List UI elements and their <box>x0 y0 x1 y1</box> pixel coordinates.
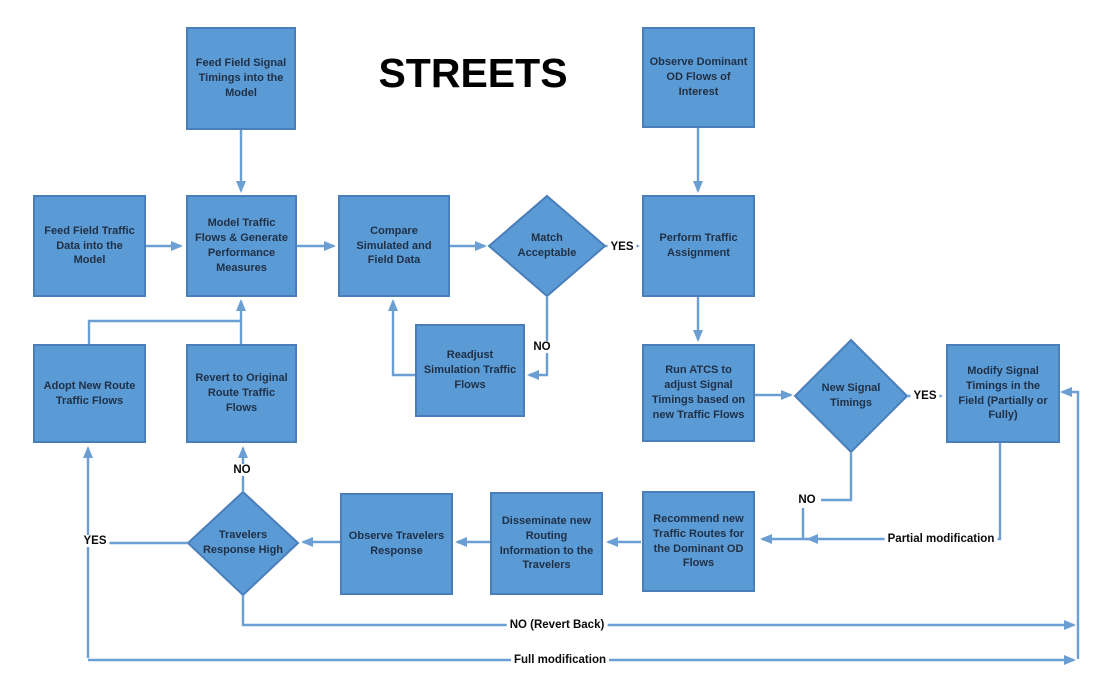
edge-modify-partial-to-recommend <box>760 443 1002 544</box>
edge-label-new-signal-yes: YES <box>910 390 940 402</box>
edge-label-new-signal-no: NO <box>795 494 819 506</box>
edge-label-match-no: NO <box>530 341 554 353</box>
node-readjust-simulation-traffic-flows: Readjust Simulation Traffic Flows <box>415 324 525 417</box>
node-run-atcs-label: Run ATCS to adjust Signal Timings based … <box>651 364 746 421</box>
edge-travelers-no-revert-back <box>241 595 1076 630</box>
node-observe-dominant-od-flows-label: Observe Dominant OD Flows of Interest <box>649 56 748 98</box>
node-feed-field-traffic-data-label: Feed Field Traffic Data into the Model <box>44 224 135 267</box>
node-compare-simulated-field-data: Compare Simulated and Field Data <box>338 195 450 297</box>
edge-adopt-top-join <box>87 319 240 344</box>
edge-label-travelers-no: NO <box>230 464 254 476</box>
node-modify-signal-timings-field-label: Modify Signal Timings in the Field (Part… <box>958 364 1048 422</box>
node-perform-traffic-assignment: Perform Traffic Assignment <box>642 195 755 297</box>
edge-label-travelers-yes: YES <box>80 535 110 547</box>
node-feed-field-signal-timings: Feed Field Signal Timings into the Model <box>186 27 296 130</box>
node-compare-simulated-field-data-label: Compare Simulated and Field Data <box>356 224 432 267</box>
edge-label-no-revert-back: NO (Revert Back) <box>506 619 608 631</box>
edge-readjust-to-compare <box>388 299 415 377</box>
node-observe-travelers-response: Observe Travelers Response <box>340 493 453 595</box>
node-readjust-simulation-traffic-flows-label: Readjust Simulation Traffic Flows <box>423 349 517 391</box>
edge-right-vertical-to-modify <box>1060 387 1080 659</box>
edge-label-full-modification: Full modification <box>511 654 609 666</box>
edge-label-match-yes: YES <box>607 241 637 253</box>
node-feed-field-signal-timings-label: Feed Field Signal Timings into the Model <box>195 57 287 99</box>
node-perform-traffic-assignment-label: Perform Traffic Assignment <box>659 232 738 259</box>
node-disseminate-routing-info: Disseminate new Routing Information to t… <box>490 492 603 595</box>
node-observe-dominant-od-flows: Observe Dominant OD Flows of Interest <box>642 27 755 128</box>
node-disseminate-routing-info-label: Disseminate new Routing Information to t… <box>499 514 594 572</box>
node-revert-original-route-flows: Revert to Original Route Traffic Flows <box>186 344 297 443</box>
node-revert-original-route-flows-label: Revert to Original Route Traffic Flows <box>195 372 288 414</box>
decision-new-signal-timings-label: New Signal Timings <box>821 382 881 409</box>
node-recommend-new-traffic-routes-label: Recommend new Traffic Routes for the Dom… <box>652 512 745 570</box>
edge-new-signal-no-drop <box>821 452 853 502</box>
node-observe-travelers-response-label: Observe Travelers Response <box>348 530 445 557</box>
edge-partial-mid-arrowhead <box>806 534 818 544</box>
edge-label-partial-modification: Partial modification <box>884 533 998 545</box>
decision-travelers-response-label: Travelers Response High <box>202 529 284 556</box>
node-adopt-new-route-flows: Adopt New Route Traffic Flows <box>33 344 146 443</box>
node-model-traffic-flows-label: Model Traffic Flows & Generate Performan… <box>195 217 288 274</box>
node-feed-field-traffic-data: Feed Field Traffic Data into the Model <box>33 195 146 297</box>
diagram-title: STREETS <box>378 50 568 96</box>
node-adopt-new-route-flows-label: Adopt New Route Traffic Flows <box>43 379 136 407</box>
node-run-atcs: Run ATCS to adjust Signal Timings based … <box>642 344 755 442</box>
node-model-traffic-flows: Model Traffic Flows & Generate Performan… <box>186 195 297 297</box>
node-modify-signal-timings-field: Modify Signal Timings in the Field (Part… <box>946 344 1060 443</box>
node-recommend-new-traffic-routes: Recommend new Traffic Routes for the Dom… <box>642 491 755 592</box>
edge-match-no-to-readjust <box>527 296 549 380</box>
decision-match-acceptable-label: Match Acceptable <box>517 232 577 259</box>
